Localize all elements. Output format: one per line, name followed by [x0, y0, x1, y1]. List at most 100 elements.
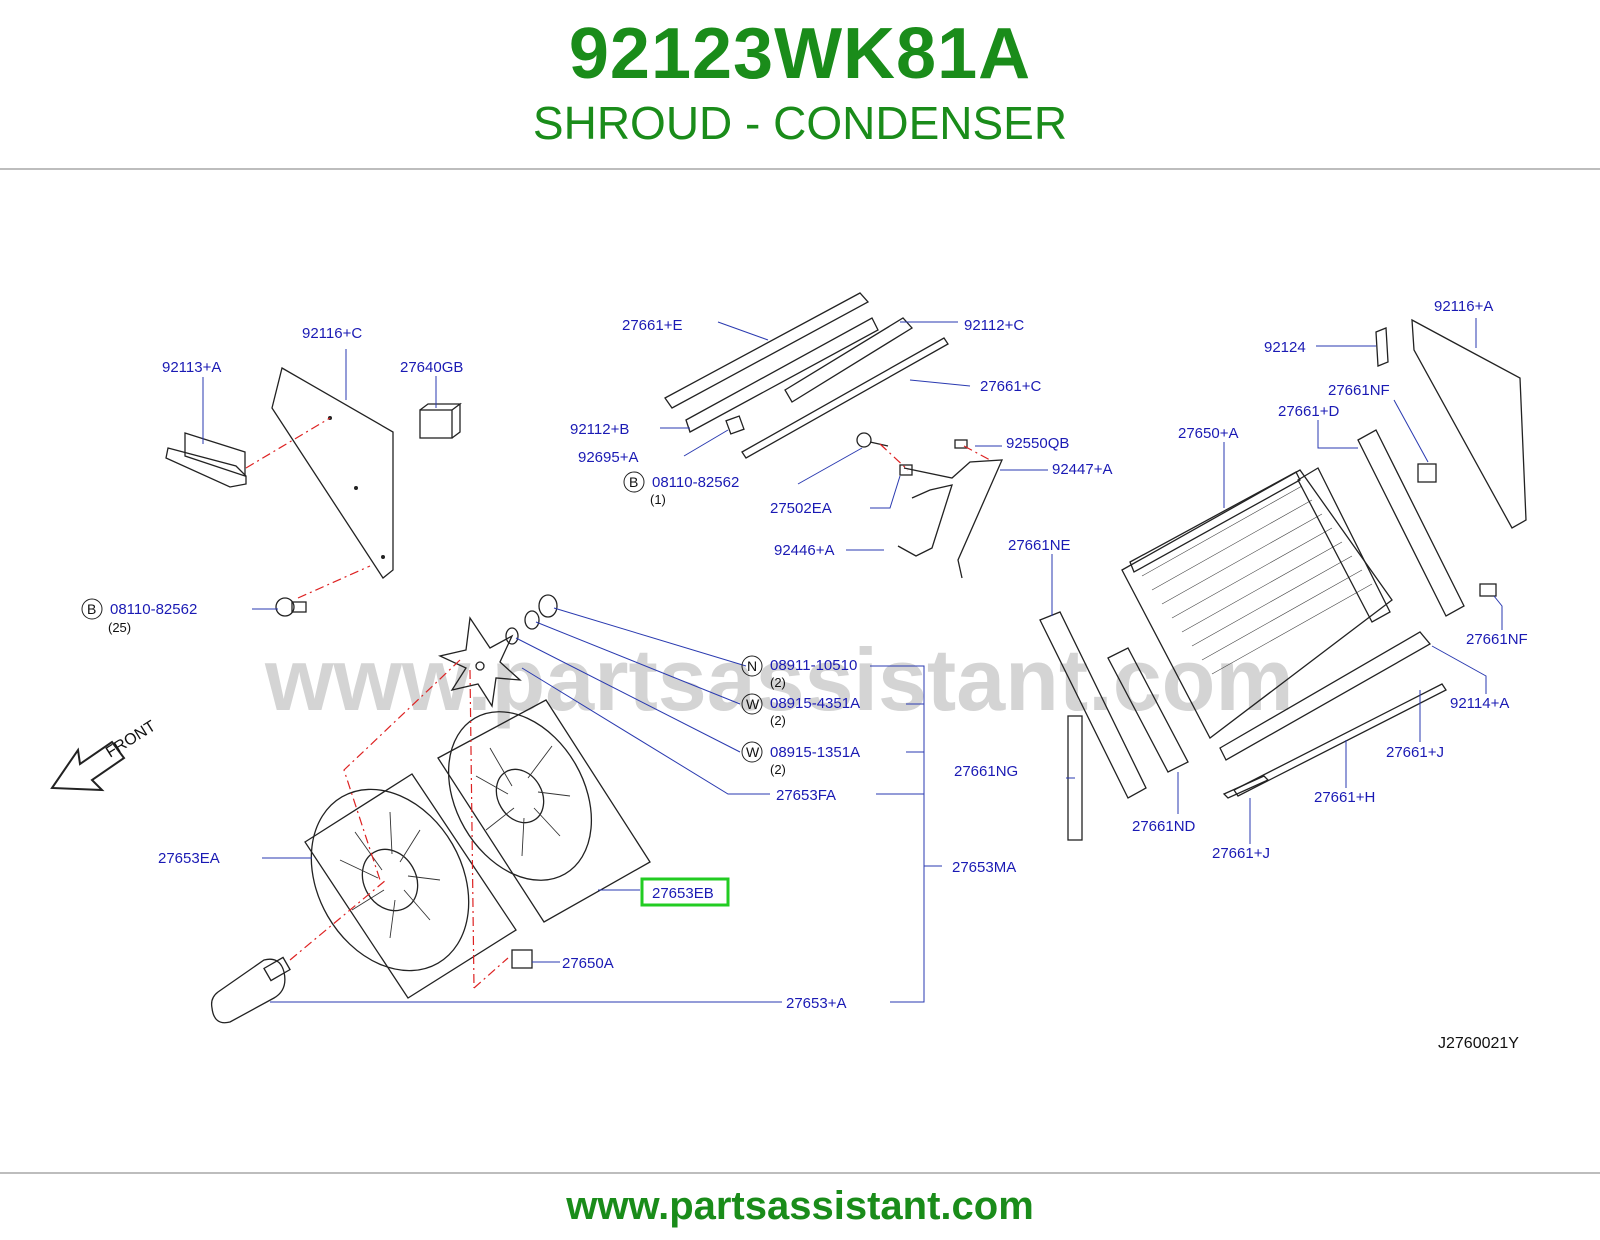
bolt-27502EA [856, 432, 872, 448]
callout-letter-w: W [746, 696, 760, 712]
label-08915-4351A[interactable]: 08915-4351A [770, 695, 860, 712]
label-27502EA[interactable]: 27502EA [770, 500, 832, 517]
qty-08915-1351A: (2) [770, 762, 786, 777]
qty-08110-82562-a: (25) [108, 620, 131, 635]
fan-27653FA [438, 616, 522, 708]
label-92112C[interactable]: 92112+C [964, 317, 1024, 334]
fan-hub-center [475, 661, 485, 671]
callout-letter-n: N [747, 658, 757, 674]
label-27661C[interactable]: 27661+C [980, 378, 1041, 395]
motor-shaft [263, 956, 291, 982]
leader [683, 429, 729, 457]
label-27661NG[interactable]: 27661NG [954, 763, 1018, 780]
diagram-code: J2760021Y [1438, 1035, 1519, 1052]
leader [1493, 595, 1503, 630]
bracket-assembly-left [165, 367, 462, 617]
label-27650A-plus[interactable]: 27650+A [1178, 425, 1238, 442]
label-92116A[interactable]: 92116+A [1434, 298, 1493, 315]
label-27661NF-a[interactable]: 27661NF [1328, 382, 1390, 399]
diagram-panel [0, 262, 1600, 1082]
callout-letter-b: B [87, 601, 96, 617]
fan-hub-a [361, 848, 419, 912]
seal-27661E [664, 292, 870, 409]
fan-blade-lines-b [475, 745, 571, 857]
label-27653EB[interactable]: 27653EB [652, 885, 714, 902]
motor-27653A [210, 958, 286, 1024]
receiver-tank [1297, 467, 1391, 623]
seal-27661J-a [1222, 775, 1270, 799]
clip-27640GB [419, 409, 453, 439]
nut-08911-10510 [538, 594, 558, 618]
part-number-title: 92123WK81A [568, 14, 1032, 94]
fan-blade-a [310, 788, 470, 972]
label-92116C[interactable]: 92116+C [302, 325, 362, 342]
page-header: 92123WK81A SHROUD - CONDENSER [0, 0, 1600, 168]
qty-08110-82562-b: (1) [650, 492, 666, 507]
label-27661NE[interactable]: 27661NE [1008, 537, 1071, 554]
fan-shroud-27653EA [304, 773, 517, 999]
bracket-hole [354, 486, 358, 490]
fan-shroud-27653EB [437, 699, 651, 923]
assembly-line [963, 445, 991, 461]
label-08911-10510[interactable]: 08911-10510 [770, 657, 857, 674]
leader [553, 607, 747, 667]
label-27653A[interactable]: 27653+A [786, 995, 846, 1012]
label-27661D[interactable]: 27661+D [1278, 403, 1339, 420]
qty-08911-10510: (2) [770, 675, 786, 690]
assembly-line [297, 565, 371, 599]
leader [515, 637, 741, 753]
clip-92695A [725, 415, 745, 435]
bracket-92124 [1375, 327, 1389, 367]
label-27661J-b[interactable]: 27661+J [1212, 845, 1270, 862]
assembly-line [879, 443, 909, 471]
highlight-box-27653EB [640, 877, 730, 907]
part-name-subtitle: SHROUD - CONDENSER [532, 97, 1068, 149]
leader [1317, 420, 1358, 449]
side-bracket-92116A [1411, 318, 1527, 529]
label-27653EA[interactable]: 27653EA [158, 850, 220, 867]
fan-blade-lines-a [339, 811, 441, 939]
label-08110-82562-b[interactable]: 08110-82562 [652, 474, 739, 491]
label-27653FA[interactable]: 27653FA [776, 787, 836, 804]
bracket-92113A-flange [184, 432, 246, 477]
label-92114A[interactable]: 92114+A [1450, 695, 1509, 712]
label-92112B[interactable]: 92112+B [570, 421, 629, 438]
footer-url[interactable]: www.partsassistant.com [566, 1184, 1034, 1228]
label-92124[interactable]: 92124 [1264, 339, 1306, 356]
leader [1393, 399, 1429, 463]
label-27661NF-b[interactable]: 27661NF [1466, 631, 1528, 648]
clip-27640GB-top [419, 402, 462, 439]
bolt-shank [291, 601, 307, 613]
shroud-bracket-92116C [271, 367, 394, 579]
leader [1431, 645, 1487, 694]
washer-08915-1351A [505, 627, 519, 645]
bracket-92114A [1219, 631, 1431, 761]
footer-divider [0, 1172, 1600, 1174]
leader [909, 379, 971, 387]
leader [870, 475, 901, 509]
label-92447A[interactable]: 92447+A [1052, 461, 1112, 478]
label-27661J-a[interactable]: 27661+J [1386, 744, 1444, 761]
label-27661ND[interactable]: 27661ND [1132, 818, 1196, 835]
bracket-92113A [165, 447, 247, 488]
assembly-line [245, 417, 331, 469]
label-27653MA[interactable]: 27653MA [952, 859, 1016, 876]
label-27661E[interactable]: 27661+E [622, 317, 682, 334]
label-92695A[interactable]: 92695+A [578, 449, 638, 466]
label-08915-1351A[interactable]: 08915-1351A [770, 744, 860, 761]
fan-hub-b [495, 768, 545, 824]
label-27661H[interactable]: 27661+H [1314, 789, 1375, 806]
callout-letter-b: B [629, 474, 638, 490]
callout-circle-w [741, 693, 763, 715]
label-92113A[interactable]: 92113+A [162, 359, 221, 376]
clip-92550QB [954, 439, 968, 449]
bracket-92112C [784, 317, 914, 403]
label-27640GB[interactable]: 27640GB [400, 359, 463, 376]
assembly-line [289, 879, 387, 961]
callout-circle-n [741, 655, 763, 677]
label-92446A[interactable]: 92446+A [774, 542, 834, 559]
label-27650A[interactable]: 27650A [562, 955, 614, 972]
tube-92446A [897, 484, 953, 557]
label-92550QB[interactable]: 92550QB [1006, 435, 1069, 452]
label-08110-82562-a[interactable]: 08110-82562 [110, 601, 197, 618]
